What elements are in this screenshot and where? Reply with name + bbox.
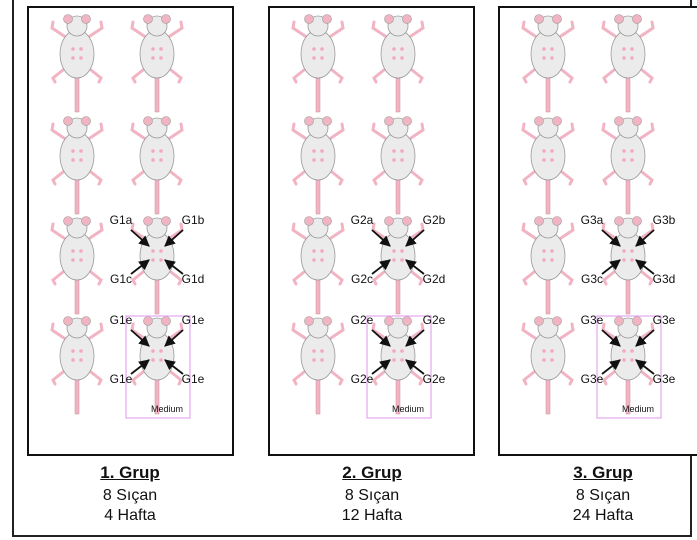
group-2-title: 2. Grup (342, 463, 402, 482)
group-2-caption: 2. Grup 8 Sıçan 12 Hafta (272, 460, 472, 526)
group-2-count: 8 Sıçan (344, 487, 400, 504)
group-3-panel (498, 6, 697, 456)
group-3-caption: 3. Grup 8 Sıçan 24 Hafta (503, 460, 697, 526)
group-1-caption: 1. Grup 8 Sıçan 4 Hafta (30, 460, 230, 526)
group-3-duration: 24 Hafta (572, 507, 634, 524)
group-1-duration: 4 Hafta (104, 507, 156, 524)
group-3-count: 8 Sıçan (575, 487, 631, 504)
group-2-duration: 12 Hafta (341, 507, 403, 524)
group-2-panel (268, 6, 475, 456)
group-3-title: 3. Grup (573, 463, 633, 482)
group-1-title: 1. Grup (100, 463, 160, 482)
group-1-panel (27, 6, 234, 456)
group-1-count: 8 Sıçan (102, 487, 158, 504)
